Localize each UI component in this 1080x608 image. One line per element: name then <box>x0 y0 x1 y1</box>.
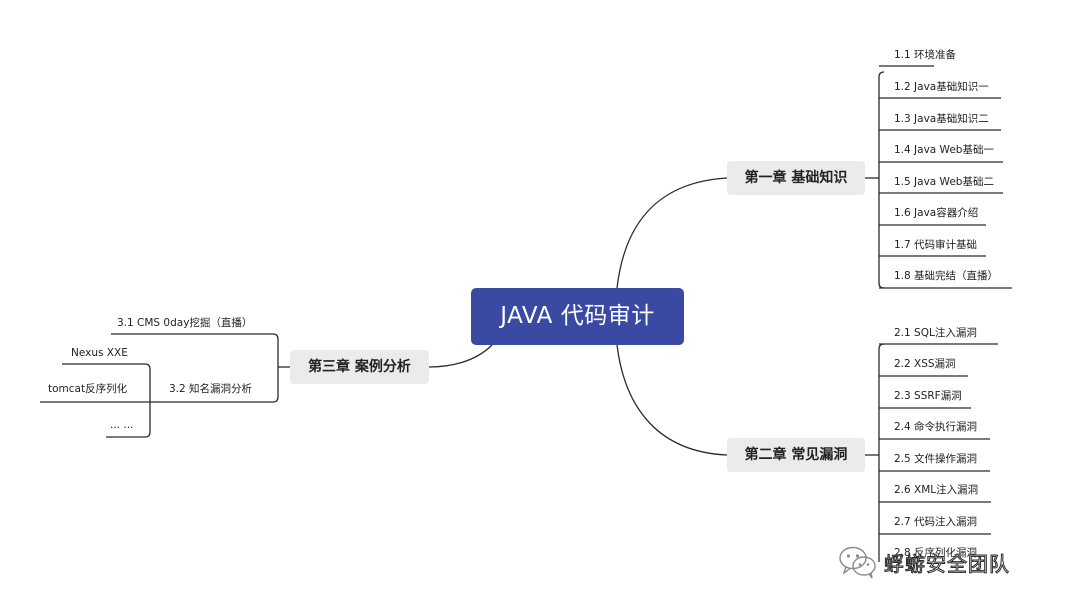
chapter1-item[interactable]: 1.1 环境准备 <box>894 49 957 61</box>
chapter1-item[interactable]: 1.6 Java容器介绍 <box>894 207 979 219</box>
chapter1-item[interactable]: 1.7 代码审计基础 <box>894 239 978 251</box>
root-node[interactable]: JAVA 代码审计 <box>471 288 684 345</box>
chapter2-node[interactable]: 第二章 常见漏洞 <box>727 438 865 472</box>
chapter2-item[interactable]: 2.2 XSS漏洞 <box>894 358 956 370</box>
wechat-icon <box>839 546 876 579</box>
chapter1-item[interactable]: 1.2 Java基础知识一 <box>894 81 989 93</box>
chapter3-node[interactable]: 第三章 案例分析 <box>290 350 429 384</box>
connector-root-chapter2 <box>616 344 728 456</box>
chapter2-item[interactable]: 2.7 代码注入漏洞 <box>894 516 978 528</box>
bracket-3-2-children <box>62 363 151 438</box>
bracket-chapter2 <box>878 343 885 562</box>
chapter2-item[interactable]: 2.6 XML注入漏洞 <box>894 484 979 496</box>
chapter3-subitem[interactable]: Nexus XXE <box>71 347 128 359</box>
chapter3-item[interactable]: 3.2 知名漏洞分析 <box>169 383 253 395</box>
chapter2-item[interactable]: 2.5 文件操作漏洞 <box>894 453 978 465</box>
chapter3-item[interactable]: 3.1 CMS 0day挖掘（直播） <box>117 317 253 329</box>
watermark-text: 蜉蝣安全团队 <box>884 551 1010 576</box>
chapter3-subitem[interactable]: tomcat反序列化 <box>48 383 128 395</box>
chapter1-item[interactable]: 1.5 Java Web基础二 <box>894 176 994 188</box>
chapter2-item[interactable]: 2.1 SQL注入漏洞 <box>894 327 977 339</box>
chapter1-node[interactable]: 第一章 基础知识 <box>727 161 865 195</box>
chapter2-item[interactable]: 2.4 命令执行漏洞 <box>894 421 978 433</box>
chapter1-item[interactable]: 1.4 Java Web基础一 <box>894 144 994 156</box>
connector-root-chapter3 <box>428 344 493 368</box>
chapter2-item[interactable]: 2.8 反序列化漏洞 <box>894 547 978 559</box>
chapter1-item[interactable]: 1.3 Java基础知识二 <box>894 113 989 125</box>
chapter3-subitem[interactable]: ... ... <box>110 419 134 431</box>
watermark: 蜉蝣安全团队 <box>838 542 1010 582</box>
chapter1-item[interactable]: 1.8 基础完结（直播） <box>894 270 999 282</box>
chapter2-item[interactable]: 2.3 SSRF漏洞 <box>894 390 962 402</box>
bracket-chapter3 <box>111 333 279 403</box>
connector-root-chapter1 <box>616 177 728 289</box>
